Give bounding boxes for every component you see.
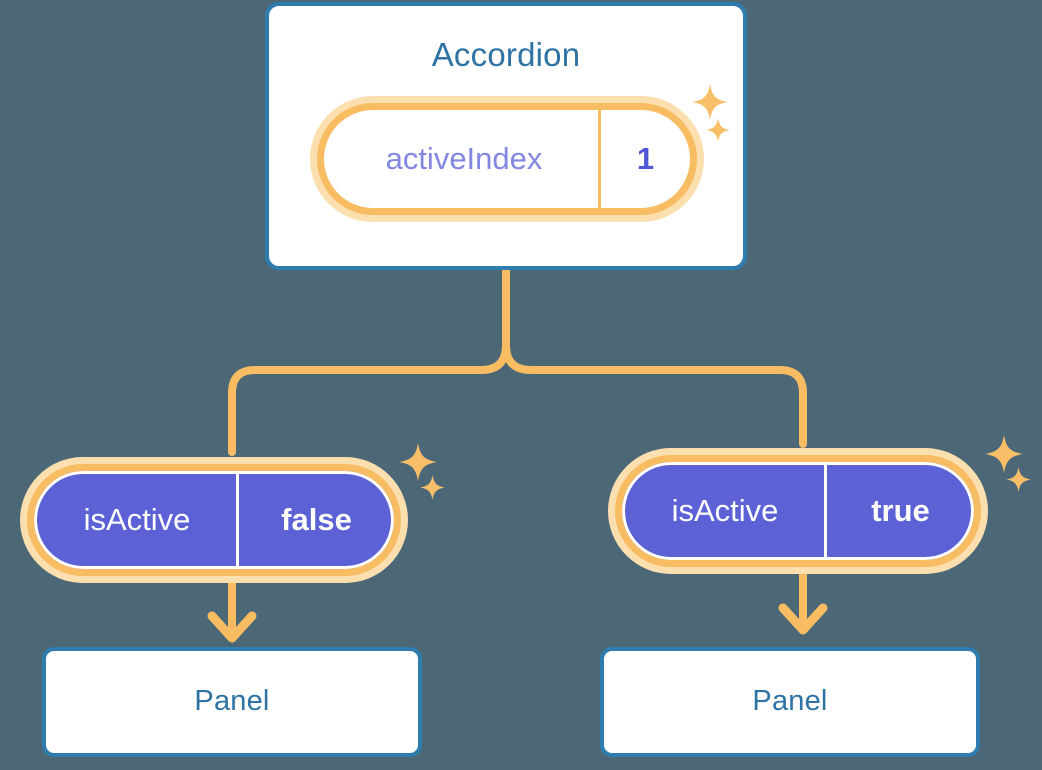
page-title: Accordion (431, 36, 581, 73)
sparkle-large-icon (692, 84, 728, 120)
state-pill-body: isActive false (27, 464, 401, 576)
sparkle-small-icon (706, 118, 730, 142)
state-pill-body: activeIndex 1 (317, 103, 697, 215)
state-value-label: false (236, 471, 394, 569)
component-card-panel-right[interactable]: Panel (600, 647, 980, 757)
connector-branch-left (228, 341, 510, 456)
state-key-label: isActive (671, 493, 779, 528)
connector-branch-right (502, 341, 807, 448)
state-pill-active-index[interactable]: activeIndex 1 (310, 96, 704, 222)
state-pill-is-active-false[interactable]: isActive false (20, 457, 408, 583)
state-key-label: activeIndex (385, 141, 543, 176)
panel-title: Panel (752, 685, 828, 717)
arrowhead-right-icon (778, 603, 828, 635)
state-value-label: true (824, 462, 974, 560)
panel-title: Panel (194, 685, 270, 717)
component-card-panel-left[interactable]: Panel (42, 647, 422, 757)
sparkle-small-icon (420, 475, 445, 500)
state-pill-is-active-true[interactable]: isActive true (608, 448, 988, 574)
state-value-label: 1 (598, 110, 690, 208)
sparkle-small-icon (1006, 467, 1031, 492)
state-key-label: isActive (83, 502, 191, 537)
sparkle-large-icon (985, 435, 1023, 473)
sparkle-large-icon (399, 443, 437, 481)
state-pill-body: isActive true (615, 455, 981, 567)
arrowhead-left-icon (207, 611, 257, 643)
